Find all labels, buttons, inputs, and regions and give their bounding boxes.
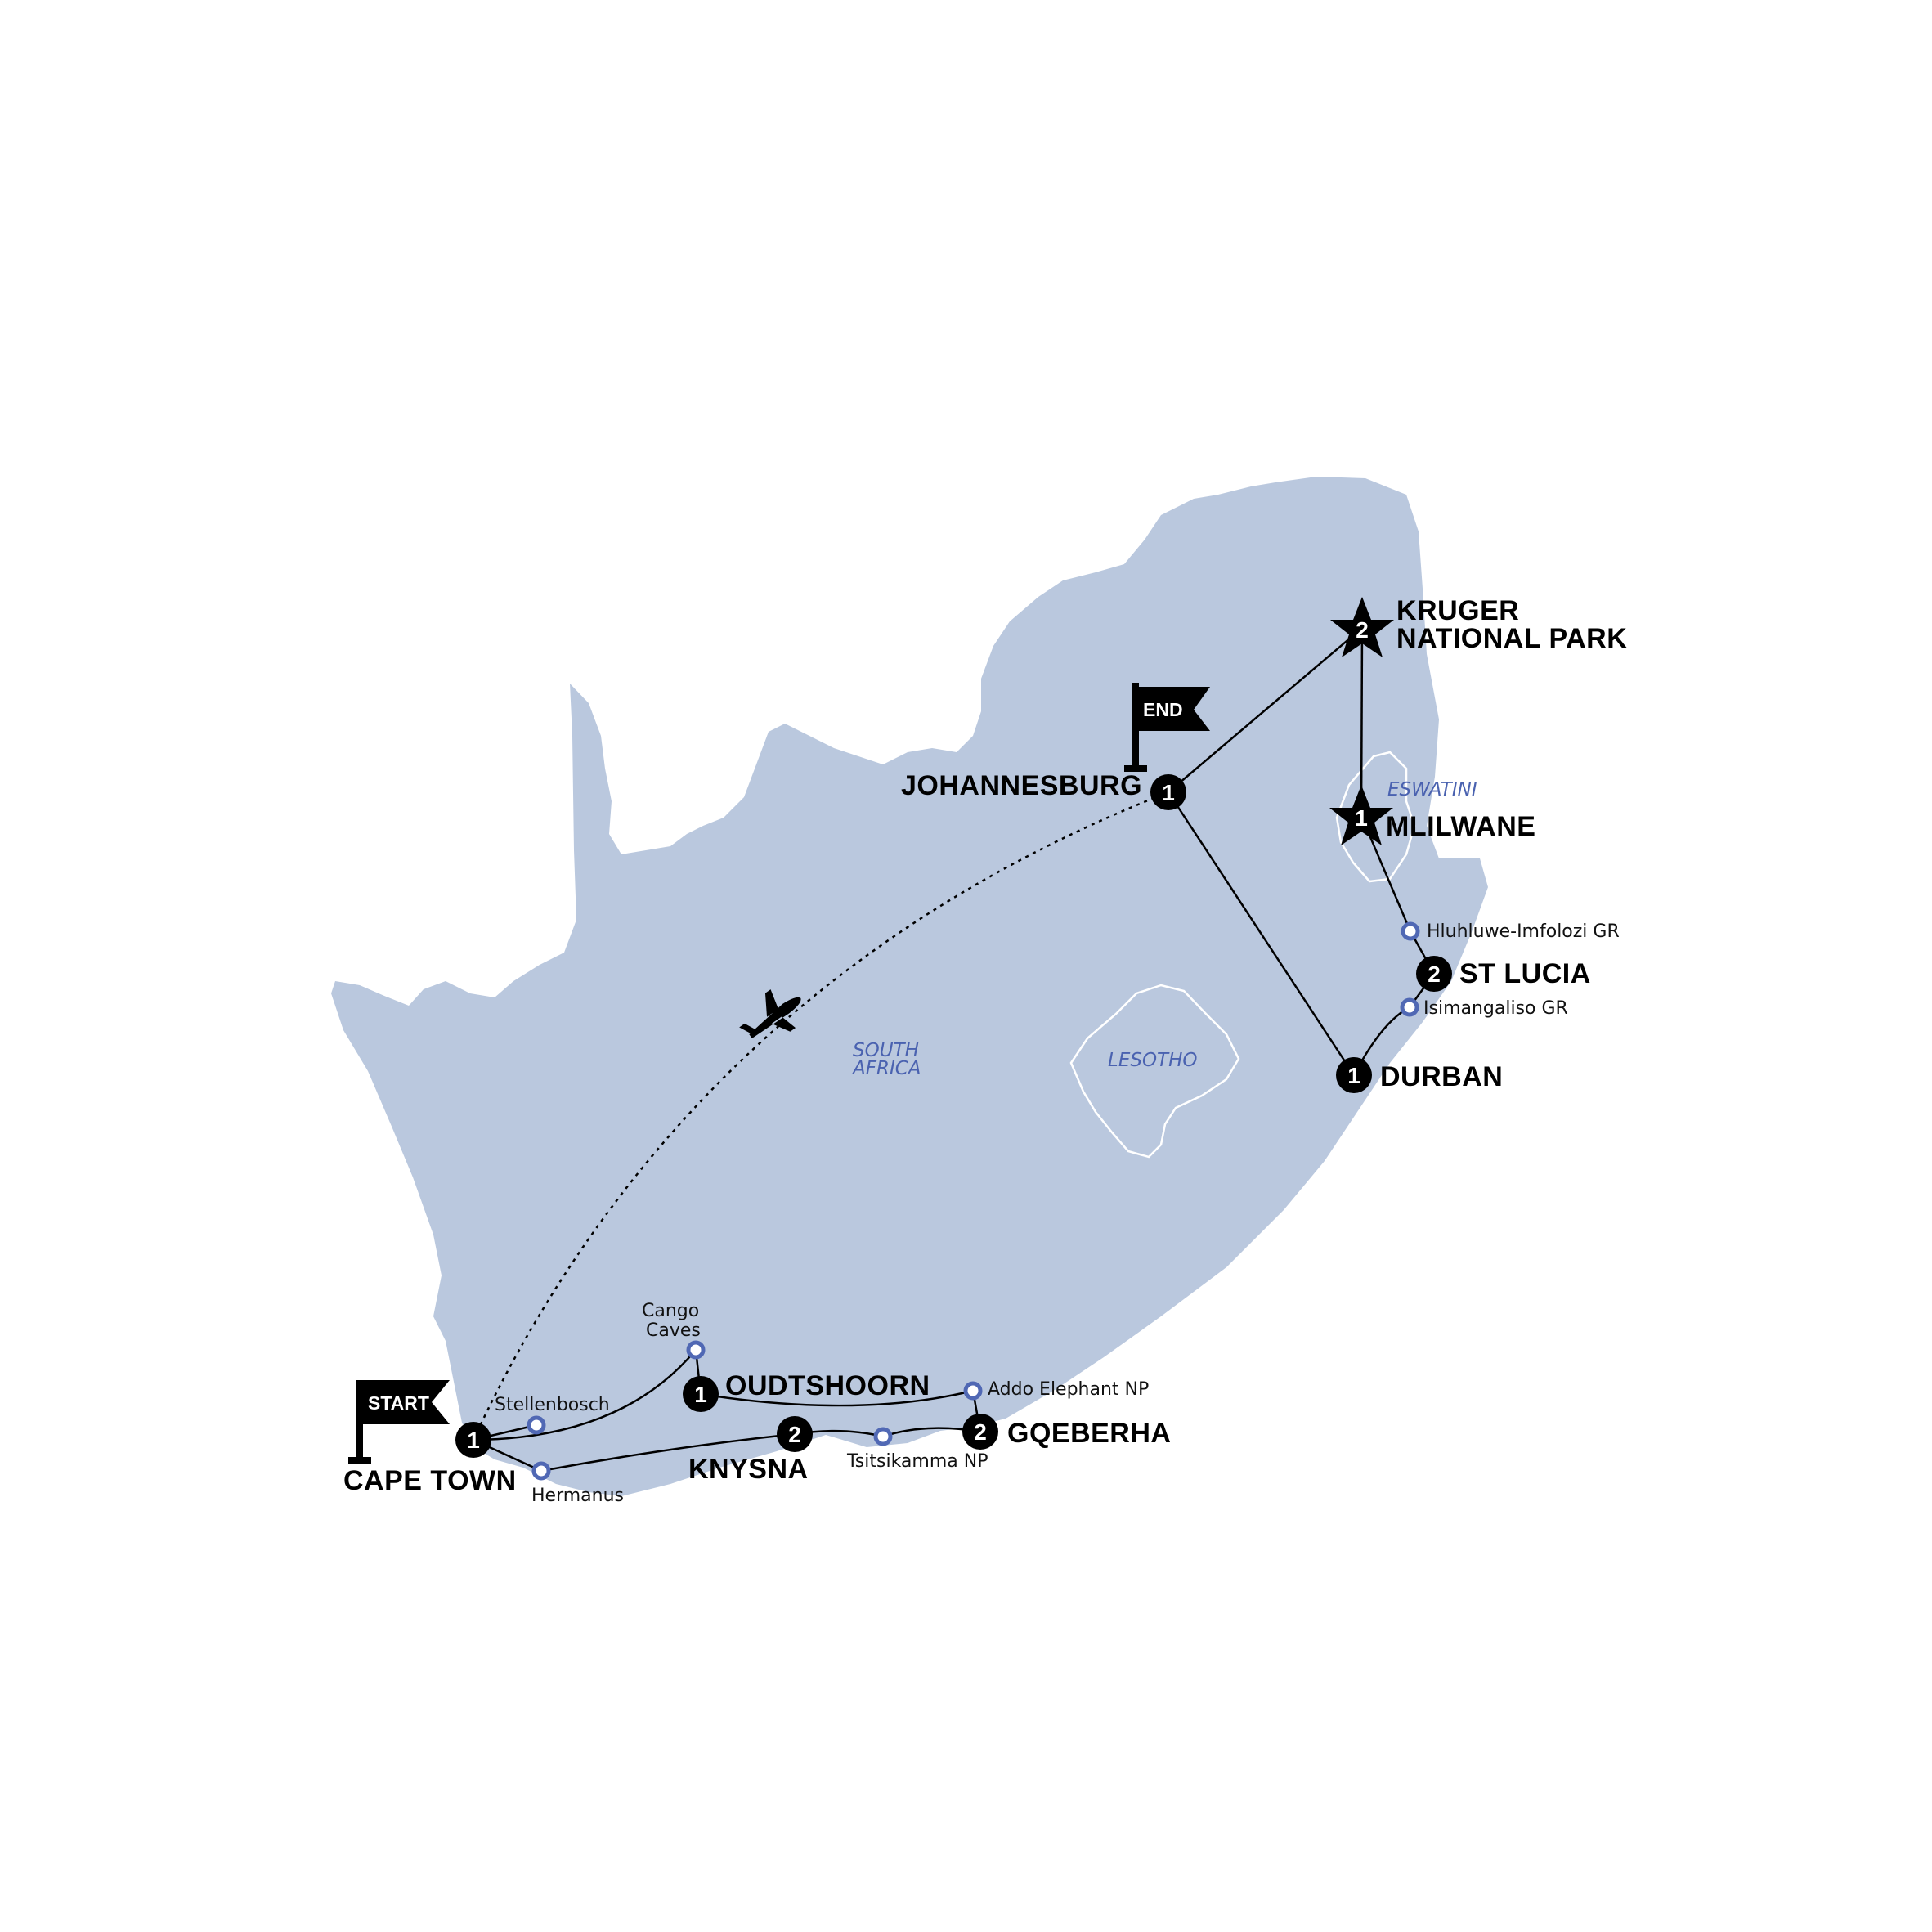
cape-town-label: CAPE TOWN	[343, 1465, 517, 1496]
svg-text:1: 1	[467, 1428, 480, 1453]
stop-gqeberha: 2 GQEBERHA	[962, 1414, 1171, 1450]
star-icon	[1330, 597, 1394, 657]
kruger-label-2: NATIONAL PARK	[1396, 623, 1627, 654]
lesotho-border	[1069, 984, 1240, 1159]
visit-markers	[527, 921, 1420, 1481]
svg-text:1: 1	[1355, 805, 1368, 831]
isimangaliso-label: Isimangaliso GR	[1423, 998, 1568, 1019]
kruger-label-1: KRUGER	[1396, 595, 1519, 626]
johannesburg-label: JOHANNESBURG	[901, 770, 1142, 801]
isimangaliso-marker	[1400, 997, 1419, 1017]
cango-caves-label-1: Cango	[642, 1301, 699, 1321]
durban-label: DURBAN	[1380, 1061, 1503, 1092]
stop-durban: 1 DURBAN	[1336, 1057, 1503, 1093]
end-flag-label: END	[1143, 699, 1183, 720]
stop-cape-town: 1 CAPE TOWN	[343, 1422, 517, 1496]
gqeberha-label: GQEBERHA	[1007, 1418, 1171, 1449]
svg-text:2: 2	[1428, 962, 1441, 987]
svg-text:2: 2	[788, 1422, 801, 1447]
stop-mlilwane: 1 MLILWANE	[1329, 785, 1535, 845]
mlilwane-label: MLILWANE	[1386, 811, 1535, 842]
flight-route	[472, 791, 1169, 1441]
st-lucia-label: ST LUCIA	[1459, 958, 1591, 989]
south-africa-label-1: SOUTH	[853, 1040, 919, 1061]
cango-caves-marker	[686, 1340, 706, 1360]
svg-text:1: 1	[1162, 780, 1175, 805]
stop-johannesburg: 1 JOHANNESBURG	[901, 770, 1186, 810]
stop-knysna: 2 KNYSNA	[688, 1416, 813, 1485]
lesotho-label: LESOTHO	[1108, 1050, 1198, 1071]
stellenbosch-marker	[527, 1415, 546, 1435]
stop-kruger: 2 KRUGER NATIONAL PARK	[1330, 595, 1627, 657]
eswatini-border	[1335, 751, 1416, 883]
star-icon	[1329, 785, 1393, 845]
end-flag: END	[1124, 683, 1210, 772]
knysna-label: KNYSNA	[688, 1454, 809, 1485]
hluhluwe-marker	[1401, 921, 1420, 941]
stellenbosch-label: Stellenbosch	[495, 1395, 610, 1415]
addo-label: Addo Elephant NP	[988, 1379, 1149, 1400]
south-africa-landmass	[331, 477, 1488, 1496]
hluhluwe-label: Hluhluwe-Imfolozi GR	[1427, 921, 1620, 942]
eswatini-label: ESWATINI	[1387, 779, 1477, 800]
oudtshoorn-label: OUDTSHOORN	[725, 1370, 930, 1401]
svg-text:2: 2	[1356, 617, 1369, 643]
start-flag-label: START	[368, 1392, 429, 1414]
cango-caves-label-2: Caves	[646, 1320, 701, 1341]
addo-marker	[963, 1381, 983, 1401]
hermanus-label: Hermanus	[531, 1486, 624, 1506]
tsitsikamma-marker	[873, 1427, 893, 1446]
svg-text:1: 1	[1347, 1063, 1360, 1088]
svg-text:1: 1	[694, 1382, 707, 1407]
tsitsikamma-label: Tsitsikamma NP	[846, 1451, 988, 1472]
stop-oudtshoorn: 1 OUDTSHOORN	[683, 1370, 930, 1412]
south-africa-label-2: AFRICA	[851, 1058, 921, 1079]
hermanus-marker	[531, 1461, 551, 1481]
stop-st-lucia: 2 ST LUCIA	[1416, 956, 1591, 992]
start-flag: START	[348, 1380, 450, 1464]
airplane-icon	[739, 989, 801, 1038]
svg-text:2: 2	[974, 1419, 987, 1445]
